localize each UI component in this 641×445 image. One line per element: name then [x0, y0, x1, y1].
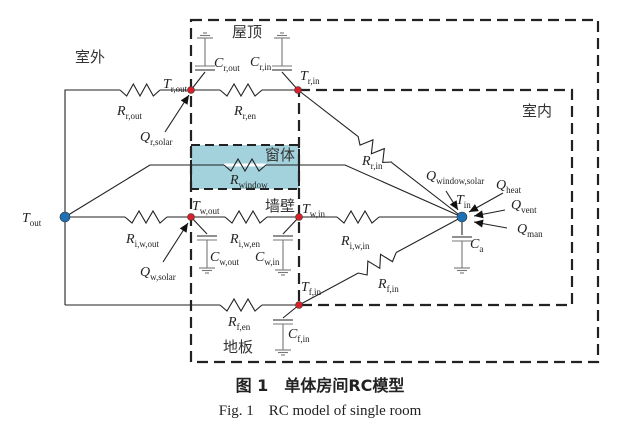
resistor-i-w-en — [224, 209, 268, 225]
label-r-i-w-out: Ri,w,out — [125, 232, 159, 249]
region-label-indoor: 室内 — [522, 102, 552, 120]
caption-english: Fig. 1 RC model of single room — [219, 403, 422, 419]
label-r-i-w-in: Ri,w,in — [340, 234, 370, 251]
caption-chinese: 图 1 单体房间RC模型 — [236, 376, 405, 395]
node-t-f-in — [295, 301, 303, 309]
label-c-w-in: Cw,in — [255, 250, 280, 267]
label-t-w-in: Tw,in — [302, 202, 325, 219]
label-c-w-out: Cw,out — [210, 250, 240, 267]
ground-icon — [197, 32, 213, 39]
resistor-r-out — [119, 82, 161, 98]
arrow-q-man — [473, 219, 508, 229]
ground-icon — [275, 269, 291, 276]
ground-icon — [275, 349, 291, 356]
resistor-f-en — [219, 297, 263, 313]
label-q-vent: Qvent — [511, 198, 537, 215]
arrow-q-window-solar — [445, 190, 459, 211]
arrow-q-r-solar — [164, 94, 190, 133]
node-t-r-in — [294, 86, 302, 94]
arrow-q-vent — [473, 209, 506, 219]
region-label-floor: 地板 — [223, 338, 253, 356]
outer-building-boundary — [189, 18, 600, 364]
label-c-r-out: Cr,out — [214, 56, 240, 73]
node-t-w-in — [295, 213, 303, 221]
ground-icon — [274, 32, 290, 39]
region-label-wall: 墙壁 — [265, 197, 295, 215]
ground-icon — [454, 267, 470, 274]
label-q-w-solar: Qw,solar — [140, 265, 176, 282]
label-q-r-solar: Qr,solar — [140, 130, 173, 147]
resistor-r-en — [219, 82, 263, 98]
label-t-in: Tin — [456, 193, 471, 210]
node-t-w-out — [187, 213, 195, 221]
label-r-f-en: Rf,en — [227, 315, 251, 332]
label-c-r-in: Cr,in — [250, 55, 272, 72]
label-r-i-w-en: Ri,w,en — [229, 232, 260, 249]
label-t-out: Tout — [22, 211, 42, 228]
capacitor-a — [452, 217, 472, 274]
resistor-window — [223, 157, 267, 173]
label-r-window: Rwindow — [229, 173, 268, 190]
node-t-out — [59, 211, 71, 223]
capacitor-r-in — [272, 32, 299, 91]
arrow-q-w-solar — [162, 222, 189, 263]
region-label-window: 窗体 — [265, 146, 295, 164]
label-c-a: Ca — [470, 237, 483, 254]
label-q-heat: Qheat — [496, 178, 522, 195]
capacitor-w-out — [190, 216, 217, 274]
ground-icon — [199, 267, 215, 274]
label-r-r-en: Rr,en — [233, 104, 256, 121]
label-c-f-in: Cf,in — [288, 327, 310, 344]
capacitor-r-out — [190, 32, 215, 91]
label-t-r-out: Tr,out — [163, 77, 188, 94]
label-r-r-out: Rr,out — [116, 104, 142, 121]
arrow-q-heat — [468, 192, 504, 213]
label-q-window-solar: Qwindow,solar — [426, 169, 484, 186]
resistor-f-in — [357, 251, 397, 276]
resistor-i-w-out — [124, 209, 168, 225]
label-t-w-out: Tw,out — [192, 199, 220, 216]
label-t-r-in: Tr,in — [300, 69, 320, 86]
resistor-r-in — [357, 134, 393, 164]
region-label-roof: 屋顶 — [232, 23, 262, 41]
label-q-man: Qman — [517, 222, 543, 239]
node-t-r-out — [187, 86, 195, 94]
resistor-i-w-in — [336, 209, 380, 225]
node-t-in — [456, 211, 468, 223]
capacitor-w-in — [273, 216, 300, 276]
label-t-f-in: Tf,in — [301, 280, 322, 297]
label-r-f-in: Rf,in — [377, 277, 399, 294]
wire — [64, 89, 298, 305]
region-label-outdoor: 室外 — [75, 48, 105, 66]
label-r-r-in: Rr,in — [361, 154, 383, 171]
